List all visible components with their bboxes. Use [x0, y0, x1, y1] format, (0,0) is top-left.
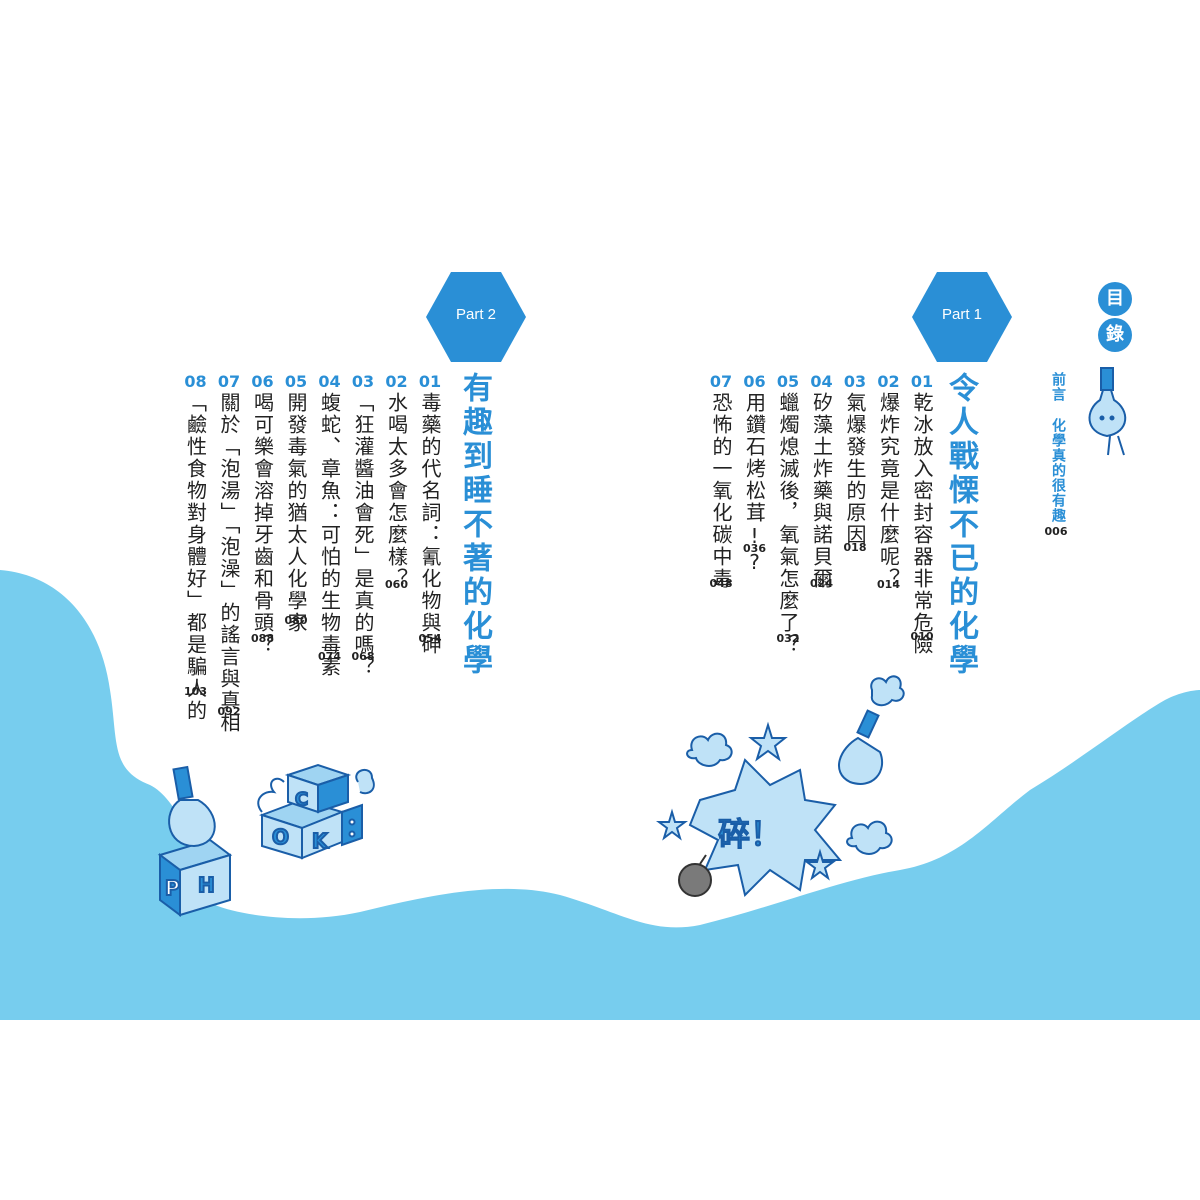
toc-entry-number: 04 [318, 372, 341, 391]
toc-entry-title[interactable]: 蝮蛇、章魚：可怕的生物毒素 [317, 392, 342, 678]
cube-letter: O [272, 825, 289, 849]
star-icon [748, 721, 788, 762]
toc-entry-title[interactable]: 乾冰放入密封容器非常危險 [910, 392, 934, 656]
toc-entry-number: 01 [418, 372, 442, 391]
toc-label-char: 目 [1098, 282, 1132, 316]
toc-entry-number: 02 [385, 372, 408, 391]
toc-entry-page: 024 [810, 577, 833, 590]
cube-letter: C [295, 789, 308, 810]
toc-entry-number: 05 [776, 372, 800, 391]
toc-entry-title[interactable]: 「鹼性食物對身體好」都是騙人的 [183, 392, 208, 722]
toc-entry-number: 06 [251, 372, 274, 391]
part2-hexagon-icon [426, 272, 526, 362]
toc-entry-page: 032 [776, 632, 800, 645]
part1-title: 令人戰慄不已的化學 [943, 372, 978, 678]
cube-letter: H [198, 873, 215, 897]
toc-entry-page: 068 [351, 650, 375, 663]
toc-label-char: 錄 [1098, 318, 1132, 352]
toc-entry-title[interactable]: 「狂灌醬油會死」是真的嗎？ [351, 392, 375, 678]
smoke-puff-icon [870, 675, 905, 707]
toc-entry-page: 018 [843, 541, 867, 554]
toc-entry-title[interactable]: 喝可樂會溶掉牙齒和骨頭？ [250, 392, 275, 656]
toc-entry-title[interactable]: 蠟燭熄滅後，氧氣怎麼了？ [776, 392, 800, 656]
part2-label: Part 2 [455, 306, 497, 323]
part1-label: Part 1 [941, 306, 983, 323]
toc-entry-title[interactable]: 開發毒氣的猶太人化學家 [284, 392, 308, 634]
star-icon [656, 808, 688, 841]
burst-text: 碎！ [718, 815, 782, 853]
cube-letter: P [165, 876, 180, 900]
toc-entry-number: 08 [184, 372, 207, 391]
toc-entry-page: 010 [910, 630, 934, 643]
toc-entry-title[interactable]: 水喝太多會怎麼樣？ [384, 392, 409, 590]
toc-entry-title[interactable]: 爆炸究竟是什麼呢？ [876, 392, 901, 590]
toc-entry-number: 03 [843, 372, 867, 391]
toc-entry-page: 092 [217, 705, 241, 718]
bomb-icon [678, 863, 712, 897]
intro-label: 前言 [1050, 372, 1066, 402]
wave-shape [0, 570, 1200, 1020]
flask-character-icon [1088, 367, 1127, 456]
toc-entry-number: 02 [877, 372, 900, 391]
toc-entry-page: 080 [284, 614, 308, 627]
toc-entry-title[interactable]: 矽藻土炸藥與諾貝爾 [809, 392, 834, 590]
toc-entry-page: 014 [877, 578, 900, 591]
toc-entry-title[interactable]: 關於「泡湯」「泡澡」的謠言與真相 [217, 392, 241, 734]
toc-entry-title[interactable]: 恐怖的一氧化碳中毒 [709, 392, 733, 590]
toc-entry-number: 03 [351, 372, 375, 391]
smoke-puff-icon [686, 732, 733, 767]
toc-entry-page: 088 [251, 632, 274, 645]
toc-entry-number: 05 [284, 372, 308, 391]
toc-entry-page: 074 [318, 650, 341, 663]
explosion-burst-icon: 碎！ [656, 675, 905, 897]
cube-letter: K [312, 829, 329, 853]
toc-entry-page: 060 [385, 578, 408, 591]
part2-title: 有趣到睡不著的化學 [457, 372, 492, 678]
toc-entry-title[interactable]: 毒藥的代名詞：氰化物與砷 [418, 392, 442, 656]
intro-title: 化學真的很有趣 [1050, 418, 1066, 523]
letter-blocks-icon: P H O K C [157, 763, 375, 917]
toc-entry-number: 01 [910, 372, 934, 391]
part1-hexagon-icon [912, 272, 1012, 362]
toc-entry-title[interactable]: 用鑽石烤松茸!? [742, 392, 767, 576]
toc-entry-page: 054 [418, 632, 442, 645]
toc-entry-number: 07 [217, 372, 241, 391]
toc-entry-page: 036 [743, 542, 766, 555]
star-icon [804, 848, 836, 881]
toc-entry-page: 103 [184, 685, 207, 698]
smoke-puff-icon [846, 820, 893, 855]
toc-entry-title[interactable]: 氣爆發生的原因 [843, 392, 867, 546]
toc-entry-number: 06 [743, 372, 766, 391]
toc-entry-number: 04 [810, 372, 833, 391]
toc-entry-number: 07 [709, 372, 733, 391]
intro-page: 006 [1044, 525, 1068, 538]
toc-entry-page: 048 [709, 577, 733, 590]
